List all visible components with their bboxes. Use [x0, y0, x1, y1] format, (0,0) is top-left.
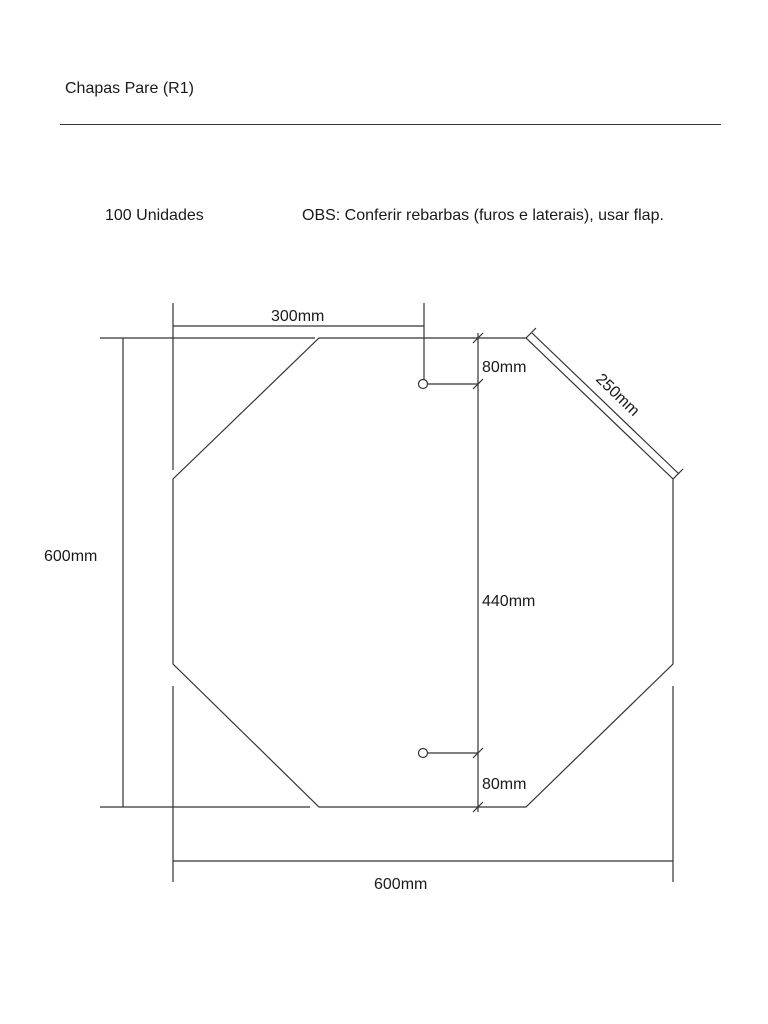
dim-chamfer-extension-top [525, 327, 537, 339]
dim-total-height-label: 600mm [44, 548, 97, 565]
dim-chamfer-line [531, 332, 680, 475]
octagon-plate [172, 337, 674, 808]
dim-top-tick [472, 332, 484, 344]
dim-chamfer-extension-bottom [672, 468, 684, 480]
quantity-label: 100 Unidades [105, 207, 204, 224]
dim-chamfer-label: 250mm [592, 371, 642, 420]
dim-hole-spacing-label: 440mm [482, 593, 535, 610]
dim-bottom-tick [472, 801, 484, 813]
observation-note: OBS: Conferir rebarbas (furos e laterais… [302, 207, 664, 224]
drawing-title: Chapas Pare (R1) [65, 80, 194, 97]
dim-hole-offset-top-label: 80mm [482, 359, 526, 376]
hole-bottom [417, 747, 429, 759]
dim-hole-offset-bottom-label: 80mm [482, 776, 526, 793]
dim-total-width-label: 600mm [374, 876, 427, 893]
header-divider [60, 124, 721, 125]
hole-top [417, 378, 429, 390]
dim-top-width-label: 300mm [271, 308, 324, 325]
